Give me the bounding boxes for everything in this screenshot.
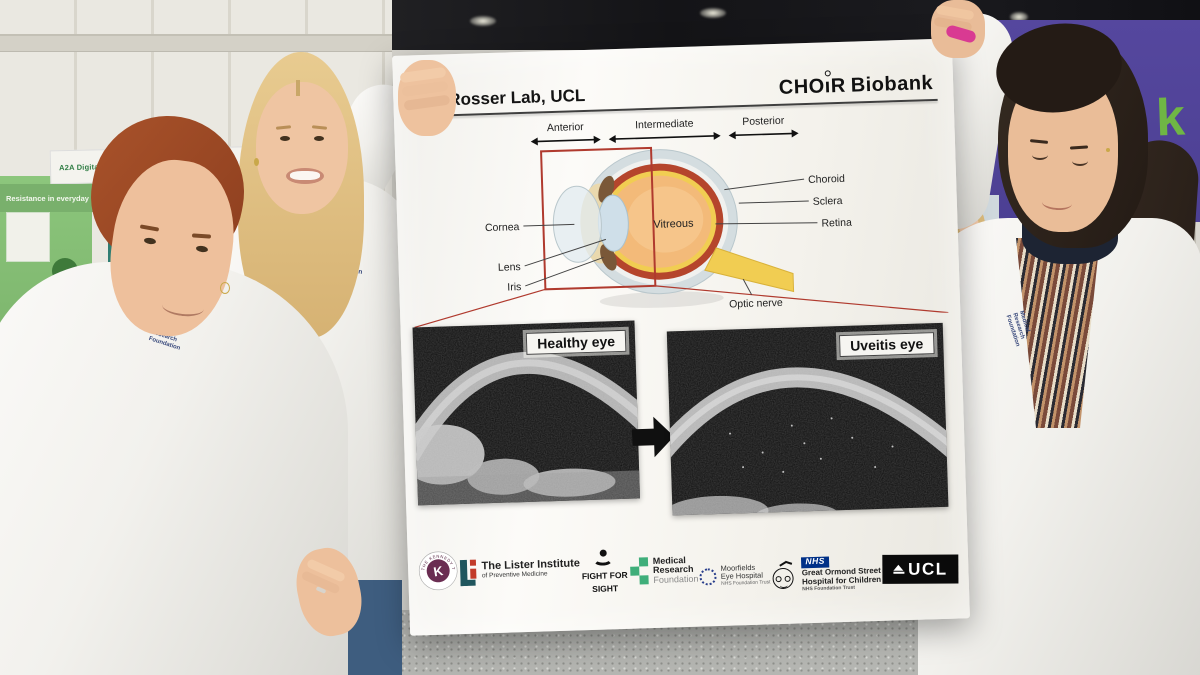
person2-teeth — [290, 171, 320, 180]
mural-building — [6, 212, 50, 262]
optic-nerve-shape — [704, 247, 795, 293]
nhs-logo: NHS — [801, 556, 830, 569]
brand-suffix: Biobank — [850, 72, 934, 97]
funder-logo-row: K THE KENNEDY TRUST The Lister Institute… — [415, 522, 959, 603]
mrf-squares-icon — [629, 557, 650, 586]
kennedy-trust-logo: K THE KENNEDY TRUST — [415, 548, 461, 594]
gosh-logo: NHS Great Ormond Street Hospital for Chi… — [771, 555, 881, 593]
ucl-logo: UCL — [882, 553, 959, 584]
person3-earring — [1106, 148, 1110, 152]
person2-eye — [314, 136, 324, 141]
label-vitreous: Vitreous — [653, 218, 694, 231]
person2-face — [256, 82, 348, 214]
oct-label-uveitis: Uveitis eye — [838, 332, 935, 358]
kennedy-k: K — [432, 563, 444, 579]
zoom-line-left — [414, 288, 546, 329]
ffs-line2: SIGHT — [592, 583, 619, 594]
label-retina: Retina — [821, 217, 852, 230]
segment-label-posterior: Posterior — [742, 115, 785, 128]
person3-eye-closed — [1032, 150, 1048, 160]
zoom-rectangle — [540, 146, 657, 291]
fight-for-sight-eye-icon — [591, 549, 618, 567]
zoom-line-right — [655, 285, 949, 314]
gosh-line3: NHS Foundation Trust — [802, 584, 856, 593]
ffs-line1: FIGHT FOR — [581, 569, 628, 581]
eye-anatomy-diagram: Anterior Intermediate Posterior — [414, 115, 949, 329]
oct-uveitis-eye: Uveitis eye — [654, 322, 962, 529]
label-optic-nerve: Optic nerve — [729, 297, 783, 311]
oct-healthy-scan — [398, 320, 654, 506]
brand-cho: CHO — [778, 75, 826, 99]
oct-label-healthy: Healthy eye — [525, 329, 627, 355]
brand-r: R — [830, 74, 847, 98]
person2-eye — [280, 136, 290, 141]
person2-earring — [254, 158, 259, 166]
brand-eye-i: ı — [824, 70, 831, 98]
label-iris: Iris — [507, 281, 521, 293]
medical-research-foundation-logo: Medical Research Foundation — [629, 555, 699, 585]
eye-shadow — [599, 291, 724, 308]
segment-arrowheads — [530, 129, 799, 146]
moorfields-circle-icon — [699, 567, 718, 586]
moorfields-line3: NHS Foundation Trust — [720, 578, 771, 587]
gosh-child-face-icon — [771, 560, 798, 592]
lister-li-mark — [459, 558, 478, 587]
lister-subtitle: of Preventive Medicine — [481, 570, 548, 580]
label-sclera: Sclera — [813, 195, 843, 208]
person1-earring — [220, 282, 230, 294]
vitreous-highlight — [627, 186, 704, 253]
segment-label-intermediate: Intermediate — [635, 118, 694, 132]
person3-eye-closed — [1072, 156, 1088, 166]
lister-institute-logo: The Lister Institute of Preventive Medic… — [459, 554, 580, 587]
fight-for-sight-logo: FIGHT FOR SIGHT — [581, 549, 628, 595]
ucl-portico-icon — [893, 564, 905, 574]
person2-hair-part — [296, 80, 300, 96]
banner-letter: k — [1154, 88, 1186, 148]
ceiling-light — [700, 8, 726, 18]
oct-healthy-eye: Healthy eye — [398, 320, 654, 506]
mrf-line3: Foundation — [653, 573, 699, 585]
label-lens: Lens — [498, 261, 521, 274]
wall-beam — [0, 34, 392, 52]
label-leader-lines — [523, 178, 818, 296]
moorfields-logo: Moorfields Eye Hospital NHS Foundation T… — [699, 563, 771, 587]
ceiling-light — [470, 16, 496, 26]
ucl-letters: UCL — [908, 558, 948, 578]
label-cornea: Cornea — [485, 221, 520, 234]
segment-arrows — [534, 132, 795, 143]
segment-label-anterior: Anterior — [547, 121, 585, 134]
label-choroid: Choroid — [808, 173, 845, 186]
ceiling-light — [1010, 12, 1028, 22]
